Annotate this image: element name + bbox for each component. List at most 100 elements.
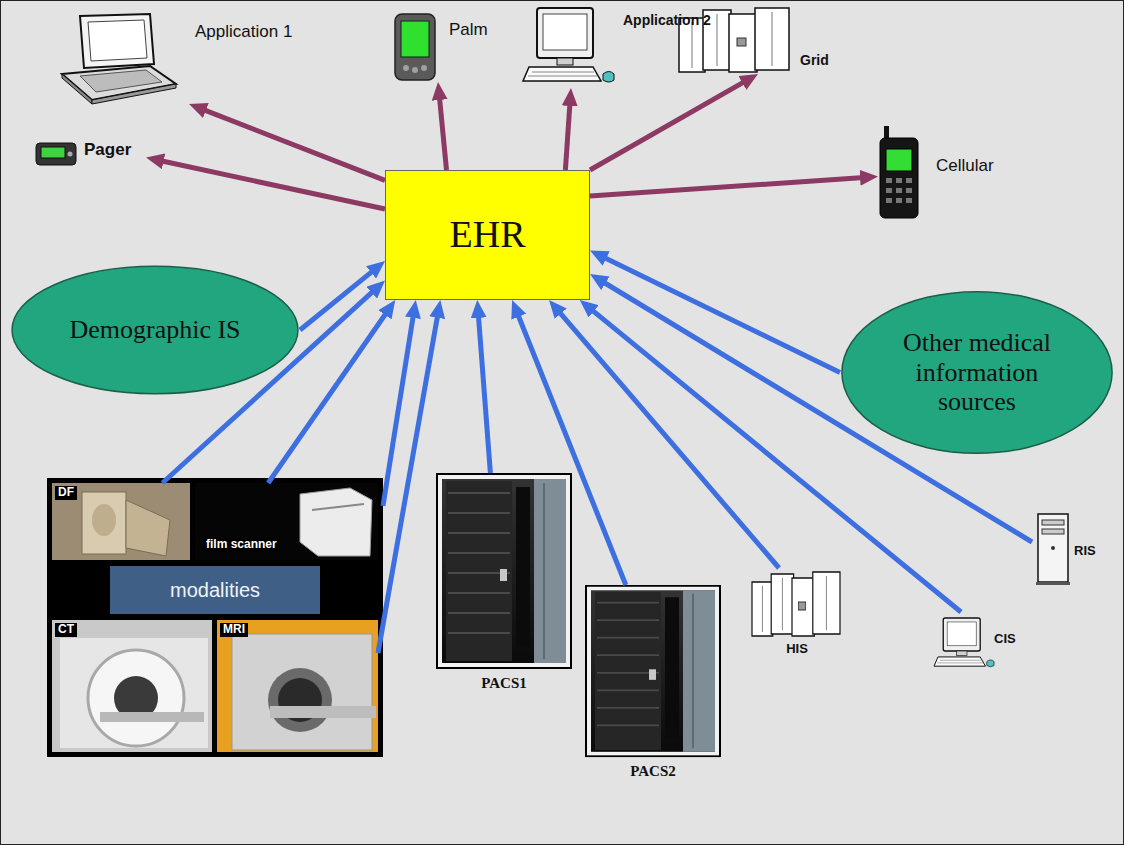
handheld-device: Palm [393, 14, 493, 82]
modality-photos [268, 668, 332, 732]
modality-photos [47, 478, 383, 757]
modality-photos [312, 504, 364, 510]
device-label: Palm [449, 20, 488, 40]
modality-photos [100, 712, 204, 722]
cellphone-icon [886, 178, 892, 183]
ellipse-outline [842, 292, 1112, 454]
laptop-icon [62, 74, 92, 104]
modality-photos [195, 483, 378, 560]
modality-photos [88, 650, 184, 746]
device-label: Cellular [936, 156, 994, 176]
palm-icon [421, 65, 427, 71]
tower-server-icon [1042, 529, 1064, 534]
pager-icon [36, 143, 76, 165]
device-label: Pager [84, 140, 131, 160]
cellphone-icon [906, 178, 912, 183]
cellphone-icon [880, 126, 918, 218]
laptop-icon [92, 84, 176, 104]
cellular-device: Cellular [878, 126, 1018, 218]
modality-photo: film scanner [195, 483, 378, 560]
modality-photos [52, 620, 212, 752]
connector-arrow [477, 300, 490, 473]
palm-icon [403, 65, 409, 71]
system-label: HIS [786, 642, 808, 657]
system-label: RIS [1074, 544, 1096, 559]
ellipse-label: Other medical information sources [887, 328, 1067, 418]
storage-rack-photo [586, 586, 720, 756]
cellphone-icon [906, 198, 912, 203]
server-cluster-icon [752, 572, 840, 636]
device-label: Application 1 [195, 22, 292, 42]
connector-arrow [383, 300, 416, 506]
connector-arrow [378, 300, 440, 653]
modality-photos [82, 492, 126, 554]
modality-panel: modalities DF film scannerCT MRI [47, 478, 383, 757]
archive-server: PACS2 [585, 585, 721, 783]
palm-icon [412, 67, 418, 73]
record-box: EHR [385, 170, 590, 300]
modality-photos [60, 638, 208, 748]
tower-server-icon [1036, 582, 1070, 585]
modality-photos [217, 620, 378, 752]
grid-device: Grid [678, 8, 838, 74]
cellphone-icon [880, 138, 918, 218]
information-system: HIS [752, 568, 842, 662]
ellipse-outline [12, 266, 298, 393]
photo-label: MRI [220, 623, 248, 637]
archive-server: PACS1 [436, 473, 572, 695]
modality-photos [52, 483, 190, 560]
cellphone-icon [896, 198, 902, 203]
panel-label: modalities [110, 566, 320, 614]
modality-photos [270, 706, 376, 718]
modality-photos [232, 634, 372, 750]
device-label: Application 2 [623, 12, 711, 28]
pager-device: Pager [36, 136, 146, 172]
palm-icon [401, 21, 429, 57]
photo-label: CT [55, 623, 77, 637]
source-ellipse: Other medical information sources [840, 290, 1114, 455]
palm-icon [395, 14, 435, 80]
connector-arrow [590, 74, 758, 170]
modality-photo: MRI [217, 620, 378, 752]
pager-icon [41, 147, 65, 158]
cellphone-icon [896, 188, 902, 193]
palm-icon [395, 14, 435, 80]
cellphone-icon [886, 149, 912, 171]
laptop-icon [62, 14, 176, 104]
modality-photos [300, 488, 372, 556]
modality-photos [47, 478, 383, 757]
cellphone-icon [906, 188, 912, 193]
desktop-computer-icon [523, 8, 614, 82]
pager-icon [36, 143, 76, 165]
photo-label: film scanner [203, 538, 280, 552]
connector-arrow [189, 104, 385, 180]
cellphone-icon [896, 178, 902, 183]
photo-label: DF [55, 486, 77, 500]
tower-server-icon [1038, 514, 1068, 582]
connector-arrow [590, 177, 878, 196]
modality-photos [92, 504, 116, 536]
modality-photo: CT [52, 620, 212, 752]
connector-arrow [146, 158, 385, 209]
tower-server-icon [1042, 520, 1064, 525]
connector-arrow [438, 82, 447, 170]
connector-arrow [590, 251, 840, 373]
box-title: EHR [450, 213, 526, 257]
connector-arrow [512, 300, 626, 585]
system-label: PACS1 [481, 675, 527, 692]
source-ellipse: Demographic IS [10, 265, 300, 395]
device-label: Grid [800, 52, 829, 68]
storage-rack-photo [437, 474, 571, 668]
modality-photo: DF [52, 483, 190, 560]
desktop-computer-icon [934, 618, 994, 667]
application-device: Application 1 [58, 12, 296, 104]
laptop-icon [80, 14, 154, 68]
connector-arrow [565, 88, 571, 170]
application-device: Application 2 [523, 8, 715, 88]
tower-server-icon [1051, 546, 1055, 550]
system-label: PACS2 [630, 763, 676, 780]
information-system: CIS [934, 612, 1024, 680]
cellphone-icon [886, 188, 892, 193]
modality-photos [126, 500, 170, 556]
